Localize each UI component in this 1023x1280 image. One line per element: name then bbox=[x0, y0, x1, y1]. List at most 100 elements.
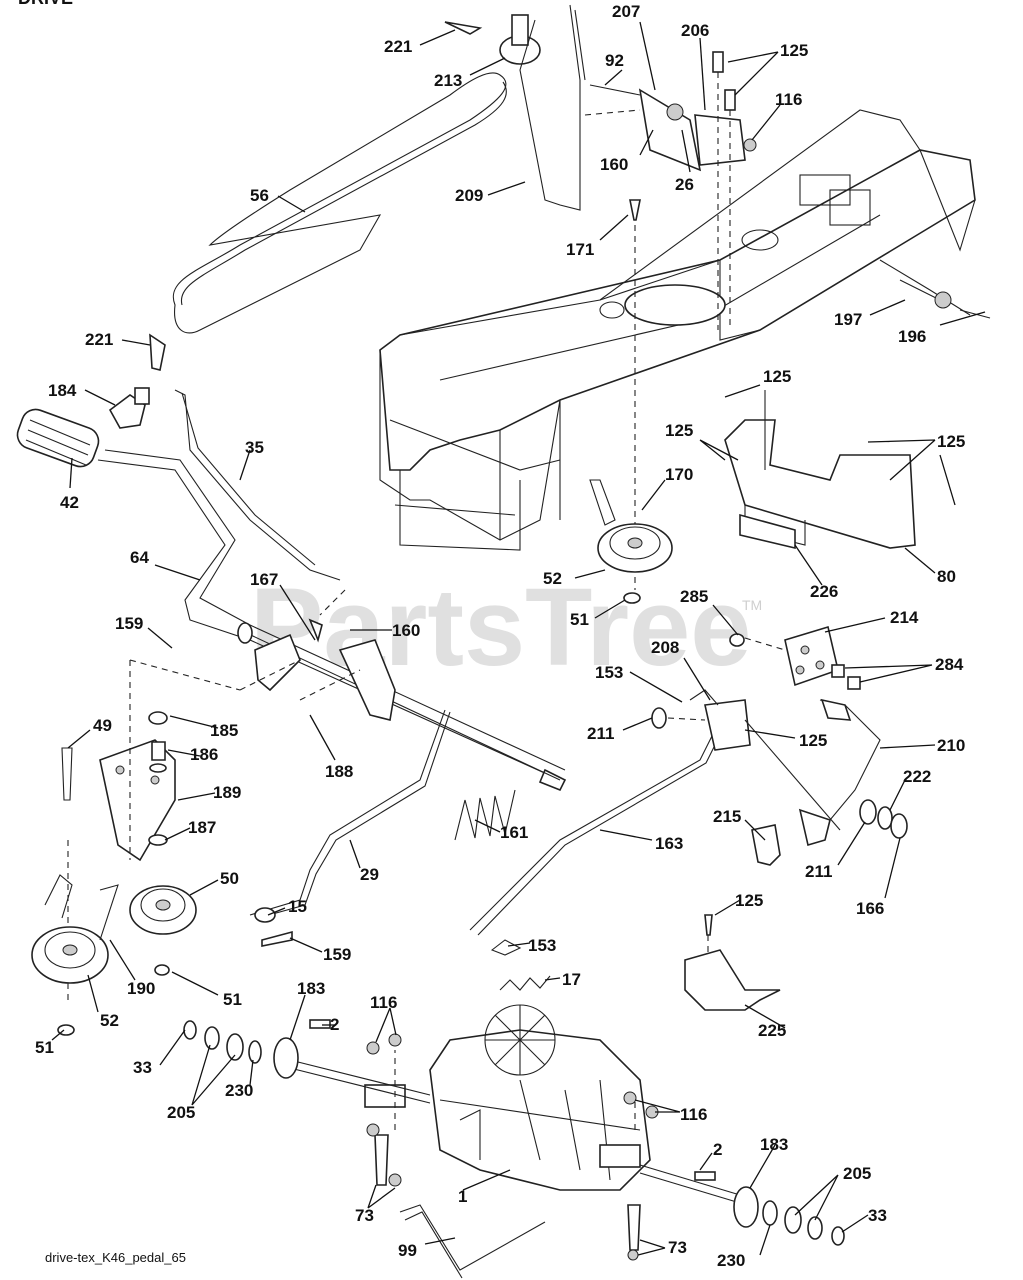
pulley-52-center bbox=[589, 479, 673, 604]
callout-166: 166 bbox=[856, 899, 884, 918]
callout-211: 211 bbox=[805, 862, 832, 881]
pedal-assembly bbox=[16, 408, 567, 792]
callout-116: 116 bbox=[775, 90, 802, 109]
handle-215 bbox=[751, 824, 781, 866]
knob-184 bbox=[108, 387, 150, 429]
callout-183: 183 bbox=[760, 1135, 788, 1154]
callout-52: 52 bbox=[543, 569, 562, 588]
callout-labels: 221 213 207 206 125 92 116 160 26 209 56… bbox=[35, 2, 965, 1270]
callout-205: 205 bbox=[167, 1103, 195, 1122]
callout-125: 125 bbox=[937, 432, 965, 451]
callout-125: 125 bbox=[735, 891, 763, 910]
spring-161 bbox=[454, 789, 516, 841]
lever-210 bbox=[798, 698, 881, 847]
idler-pulley-52-left bbox=[31, 874, 119, 1036]
callout-184: 184 bbox=[48, 381, 77, 400]
rod-163 bbox=[469, 689, 841, 936]
callout-284: 284 bbox=[935, 655, 964, 674]
callout-285: 285 bbox=[680, 587, 708, 606]
drive-belt bbox=[172, 72, 507, 334]
callout-160: 160 bbox=[392, 621, 420, 640]
pedal-shaft bbox=[237, 618, 561, 781]
rod-29 bbox=[249, 709, 451, 947]
diagram-caption: drive-tex_K46_pedal_65 bbox=[45, 1250, 186, 1265]
callout-42: 42 bbox=[60, 493, 79, 512]
pulley-213 bbox=[444, 14, 541, 65]
watermark-text: PartsTree bbox=[250, 566, 751, 689]
callout-188: 188 bbox=[325, 762, 353, 781]
callout-125: 125 bbox=[665, 421, 693, 440]
callout-226: 226 bbox=[810, 582, 838, 601]
callout-2: 2 bbox=[330, 1015, 339, 1034]
callout-186: 186 bbox=[190, 745, 218, 764]
callout-52: 52 bbox=[100, 1011, 119, 1030]
section-title: DRIVE bbox=[18, 0, 73, 8]
callout-230: 230 bbox=[225, 1081, 253, 1100]
callout-205: 205 bbox=[843, 1164, 871, 1183]
transaxle bbox=[289, 1004, 741, 1251]
callout-189: 189 bbox=[213, 783, 241, 802]
callout-50: 50 bbox=[220, 869, 239, 888]
callout-185: 185 bbox=[210, 721, 238, 740]
callout-159: 159 bbox=[323, 945, 351, 964]
callout-206: 206 bbox=[681, 21, 709, 40]
callout-187: 187 bbox=[188, 818, 216, 837]
callout-99: 99 bbox=[398, 1241, 417, 1260]
idler-pulley-50 bbox=[129, 885, 197, 976]
callout-209: 209 bbox=[455, 186, 483, 205]
callout-221: 221 bbox=[384, 37, 412, 56]
callout-73: 73 bbox=[355, 1206, 374, 1225]
callout-210: 210 bbox=[937, 736, 965, 755]
callout-51: 51 bbox=[35, 1038, 54, 1057]
callout-26: 26 bbox=[675, 175, 694, 194]
callout-116: 116 bbox=[680, 1105, 707, 1124]
callout-125: 125 bbox=[799, 731, 827, 750]
callout-33: 33 bbox=[868, 1206, 887, 1225]
shield-80 bbox=[724, 390, 916, 550]
callout-211: 211 bbox=[587, 724, 614, 743]
callout-160: 160 bbox=[600, 155, 628, 174]
callout-29: 29 bbox=[360, 865, 379, 884]
callout-190: 190 bbox=[127, 979, 155, 998]
callout-51: 51 bbox=[570, 610, 589, 629]
clip-153 bbox=[490, 939, 522, 956]
callout-116: 116 bbox=[370, 993, 397, 1012]
callout-221: 221 bbox=[85, 330, 113, 349]
leader-lines bbox=[51, 21, 986, 1256]
callout-225: 225 bbox=[758, 1021, 786, 1040]
callout-183: 183 bbox=[297, 979, 325, 998]
callout-159: 159 bbox=[115, 614, 143, 633]
rod-99 bbox=[399, 1204, 546, 1279]
callout-214: 214 bbox=[890, 608, 919, 627]
callout-167: 167 bbox=[250, 570, 278, 589]
clip-221 bbox=[149, 333, 166, 371]
callout-161: 161 bbox=[500, 823, 528, 842]
callout-153: 153 bbox=[595, 663, 623, 682]
callout-196: 196 bbox=[898, 327, 926, 346]
watermark-tm: TM bbox=[742, 597, 762, 613]
rod-35 bbox=[174, 389, 346, 616]
bolt-171 bbox=[629, 199, 641, 590]
watermark: PartsTree TM bbox=[250, 566, 762, 689]
bracket-189 bbox=[61, 659, 241, 1000]
rod-209 bbox=[519, 4, 586, 211]
callout-171: 171 bbox=[566, 240, 594, 259]
callout-56: 56 bbox=[250, 186, 269, 205]
callout-80: 80 bbox=[937, 567, 956, 586]
callout-153: 153 bbox=[528, 936, 556, 955]
callout-17: 17 bbox=[562, 970, 581, 989]
callout-170: 170 bbox=[665, 465, 693, 484]
shield-225 bbox=[684, 914, 781, 1011]
tractor-frame bbox=[379, 109, 991, 551]
axle-hardware-right bbox=[623, 1091, 845, 1261]
callout-213: 213 bbox=[434, 71, 462, 90]
callout-15: 15 bbox=[288, 897, 307, 916]
callout-35: 35 bbox=[245, 438, 264, 457]
callout-222: 222 bbox=[903, 767, 931, 786]
callout-163: 163 bbox=[655, 834, 683, 853]
callout-125: 125 bbox=[763, 367, 791, 386]
axle-hardware-left bbox=[183, 1019, 402, 1187]
bracket-assembly-top bbox=[584, 51, 757, 330]
callout-51: 51 bbox=[223, 990, 242, 1009]
